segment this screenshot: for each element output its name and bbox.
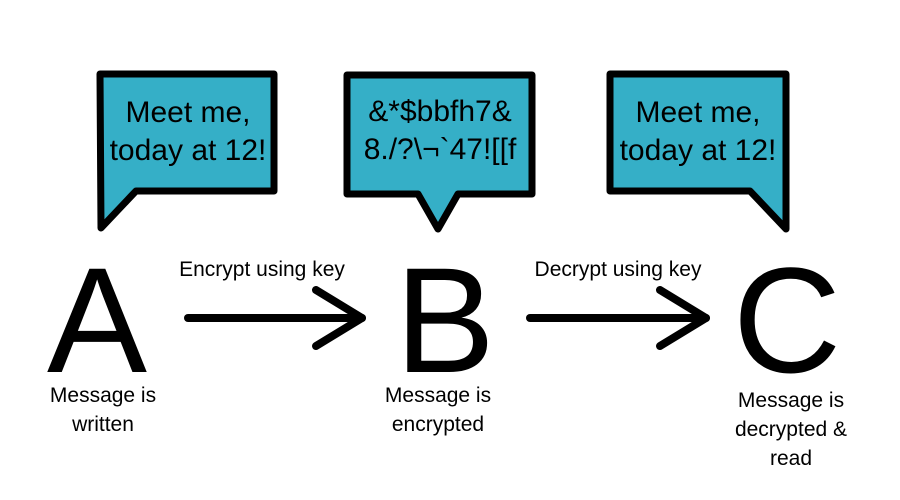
bubble-c-line-2: today at 12! [619,134,777,167]
speech-bubble-b [343,71,536,233]
caption-b: Message is encrypted [338,381,538,439]
bubble-a-line-1: Meet me, [125,96,251,129]
letter-a: A [46,236,148,404]
bubble-b-text: &*$bbfh7& 8./?\¬`47![[f [350,93,530,169]
bubble-c-line-1: Meet me, [635,96,761,129]
caption-b-line-2: encrypted [391,413,485,436]
speech-bubble-a [96,70,278,232]
decrypt-label: Decrypt using key [534,258,702,281]
bubble-a-text: Meet me, today at 12! [104,94,272,170]
caption-c-line-2: decrypted & [734,418,848,441]
bubble-b-line-2: 8./?\¬`47![[f [363,133,517,166]
letter-b: B [394,236,496,404]
bubble-a-line-2: today at 12! [109,134,267,167]
caption-a-line-2: written [72,413,134,436]
encrypt-label: Encrypt using key [179,258,345,281]
caption-c-line-3: read [769,447,813,470]
caption-a: Message is written [3,381,203,439]
caption-b-line-1: Message is [384,384,492,407]
speech-bubble-c [606,70,790,233]
caption-c-line-1: Message is [737,389,845,412]
arrow-encrypt [184,286,366,350]
bubble-c-text: Meet me, today at 12! [612,94,784,170]
letter-c: C [732,236,842,404]
caption-c: Message is decrypted & read [691,386,891,473]
bubble-b-line-1: &*$bbfh7& [368,95,512,128]
arrow-decrypt [526,286,710,350]
caption-a-line-1: Message is [49,384,157,407]
